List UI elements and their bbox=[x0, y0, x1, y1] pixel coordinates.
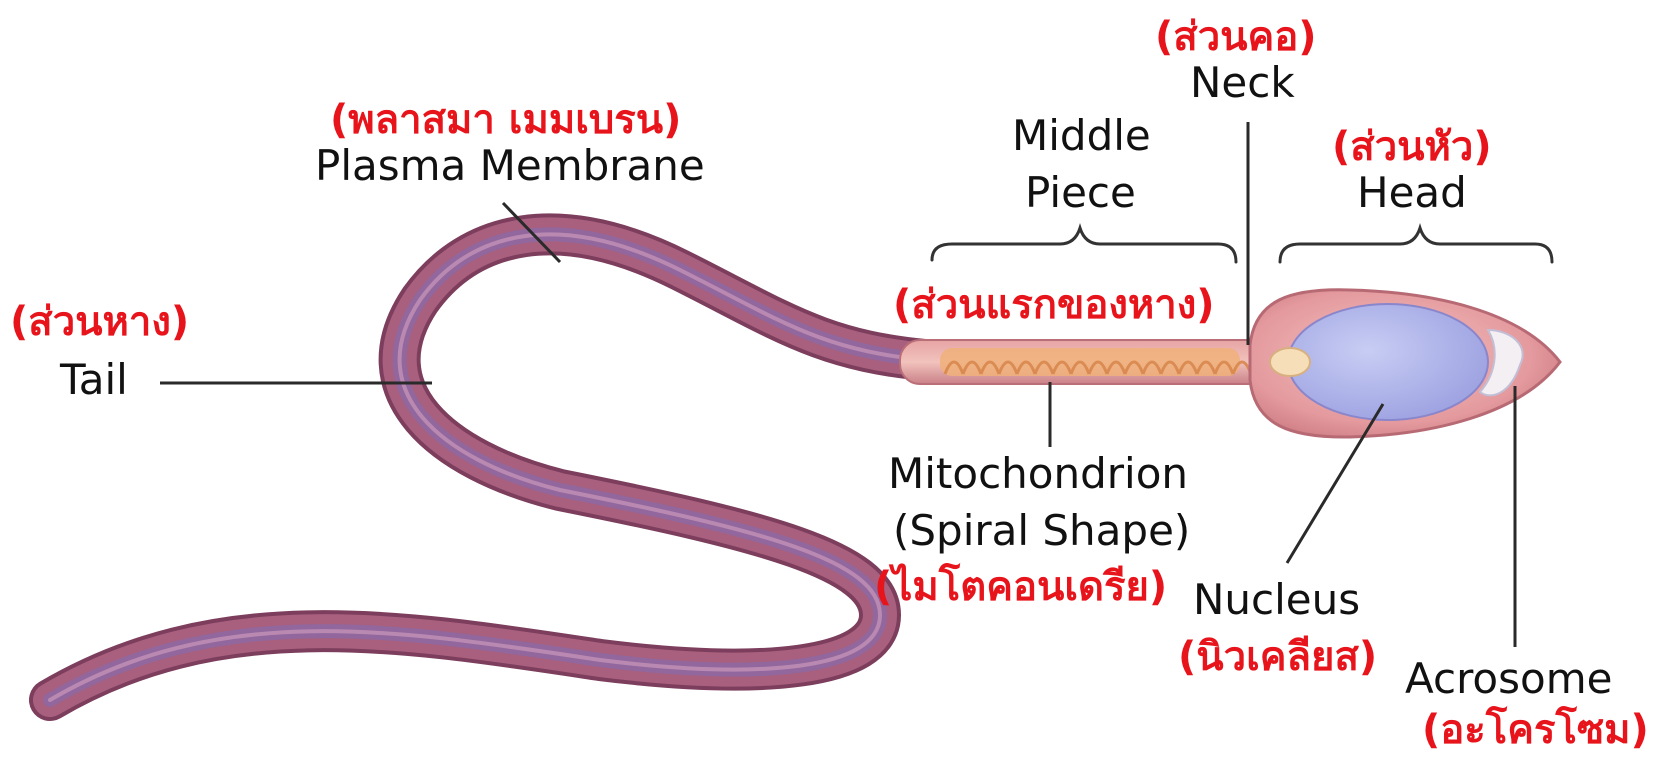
acrosome-label: Acrosome bbox=[1405, 654, 1612, 703]
tail-label-thai: (ส่วนหาง) bbox=[10, 299, 189, 345]
head-brace bbox=[1280, 228, 1552, 262]
head-label: Head bbox=[1357, 168, 1467, 217]
middle-piece-label-line1: Middle bbox=[1012, 111, 1151, 160]
middle-piece-brace bbox=[932, 228, 1236, 262]
nucleus-shape bbox=[1288, 304, 1488, 420]
plasma-membrane-label-thai: (พลาสมา เมมเบรน) bbox=[330, 97, 681, 143]
tail-label: Tail bbox=[59, 355, 128, 404]
middle-piece-label-thai: (ส่วนแรกของหาง) bbox=[893, 282, 1215, 328]
centriole-shape bbox=[1270, 348, 1310, 376]
nucleus-label: Nucleus bbox=[1193, 575, 1360, 624]
nucleus-label-thai: (นิวเคลียส) bbox=[1178, 634, 1377, 680]
plasma-membrane-label: Plasma Membrane bbox=[315, 141, 705, 190]
mitochondrion-label-line1: Mitochondrion bbox=[888, 449, 1188, 498]
head-label-thai: (ส่วนหัว) bbox=[1332, 124, 1492, 170]
middle-piece-body bbox=[900, 340, 1270, 384]
neck-label-thai: (ส่วนคอ) bbox=[1155, 14, 1317, 60]
mitochondrion-label-line2: (Spiral Shape) bbox=[893, 506, 1190, 555]
mitochondrion-label-thai: (ไมโตคอนเดรีย) bbox=[874, 563, 1167, 610]
neck-label: Neck bbox=[1190, 58, 1295, 107]
acrosome-label-thai: (อะโครโซม) bbox=[1422, 706, 1649, 753]
middle-piece-label-line2: Piece bbox=[1025, 168, 1136, 217]
